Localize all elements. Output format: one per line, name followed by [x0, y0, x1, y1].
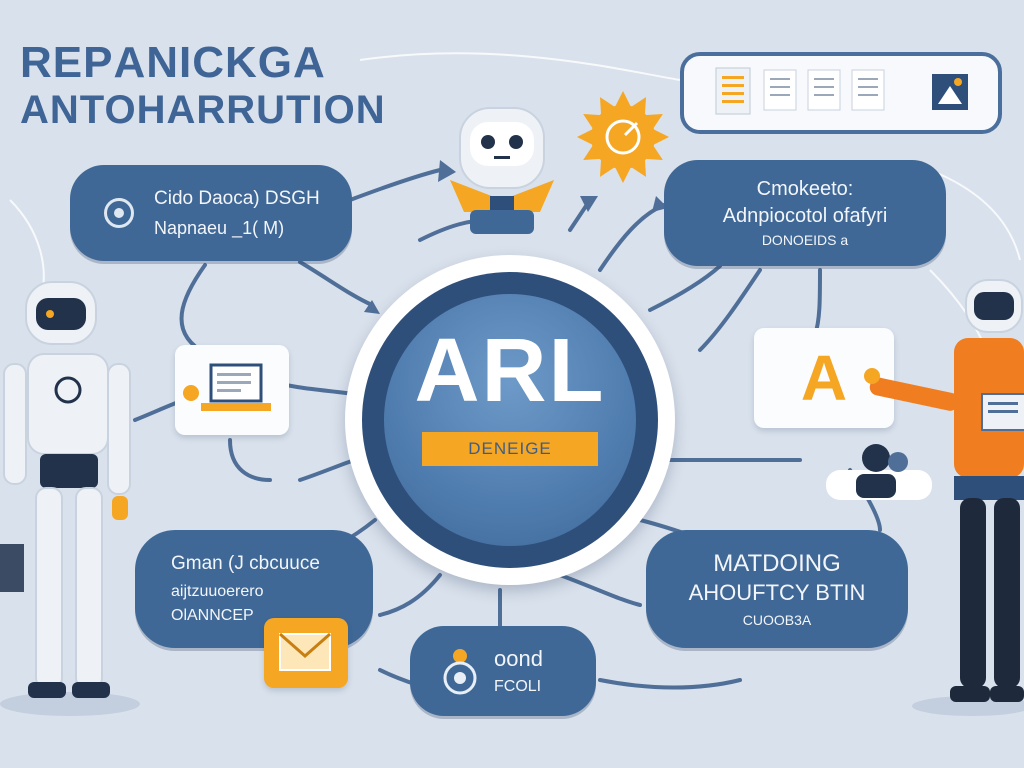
node-top-right-line3: DONOEIDS a [761, 232, 849, 248]
target-icon [443, 649, 477, 695]
node-bottom-center-line1: oond [494, 646, 543, 671]
webpage-preview-card [680, 52, 1002, 134]
node-top-right-line1: Cmokeeto: [756, 178, 854, 200]
sun-icon [577, 91, 669, 183]
node-bottom-center: oond FCOLI [410, 626, 596, 716]
envelope-card [264, 618, 348, 688]
node-top-left-line2: Napnaeu _1( M) [154, 217, 285, 238]
document-icon [715, 67, 751, 115]
envelope-icon [279, 632, 331, 671]
node-bottom-left-line3: OlANNCEP [171, 607, 254, 624]
hub-label: ARL [414, 321, 606, 421]
node-bottom-left-line1: Gman (J cbcuuce [171, 553, 320, 574]
node-top-left: Cido Daoca) DSGH Napnaeu _1( M) [70, 165, 352, 261]
node-top-right-line2: Adnpiocotol ofafyri [722, 205, 888, 227]
hub-badge: DENEIGE [422, 432, 598, 466]
diagram-title-line2: ANTOHARRUTION [20, 88, 386, 132]
image-icon [932, 74, 968, 110]
node-bottom-center-line2: FCOLI [494, 678, 542, 695]
node-top-left-line1: Cido Daoca) DSGH [154, 187, 320, 209]
robot-head-icon [450, 107, 554, 234]
robot-left-icon [0, 281, 140, 716]
node-bottom-right: MATDOING AHOUFTCY BTIN CUOOB3A [646, 530, 908, 648]
node-bottom-right-line2: AHOUFTCY BTIN [688, 580, 866, 605]
hub-core [384, 294, 636, 546]
node-bottom-left-line2: aijtzuuoerero [171, 583, 264, 600]
gear-icon [104, 198, 134, 228]
node-top-right: Cmokeeto: Adnpiocotol ofafyri DONOEIDS a [664, 160, 946, 266]
diagram-title-line1: REΡANICKGA [20, 38, 326, 87]
person-icon [826, 444, 932, 500]
connector-tl-top [348, 168, 442, 202]
laptop-icon [183, 363, 271, 411]
laptop-card [175, 345, 289, 435]
humanoid-right-icon [864, 279, 1024, 716]
letter-card-label: A [800, 342, 848, 414]
node-bottom-right-line3: CUOOB3A [742, 612, 812, 628]
node-bottom-right-line1: MATDOING [713, 550, 841, 577]
